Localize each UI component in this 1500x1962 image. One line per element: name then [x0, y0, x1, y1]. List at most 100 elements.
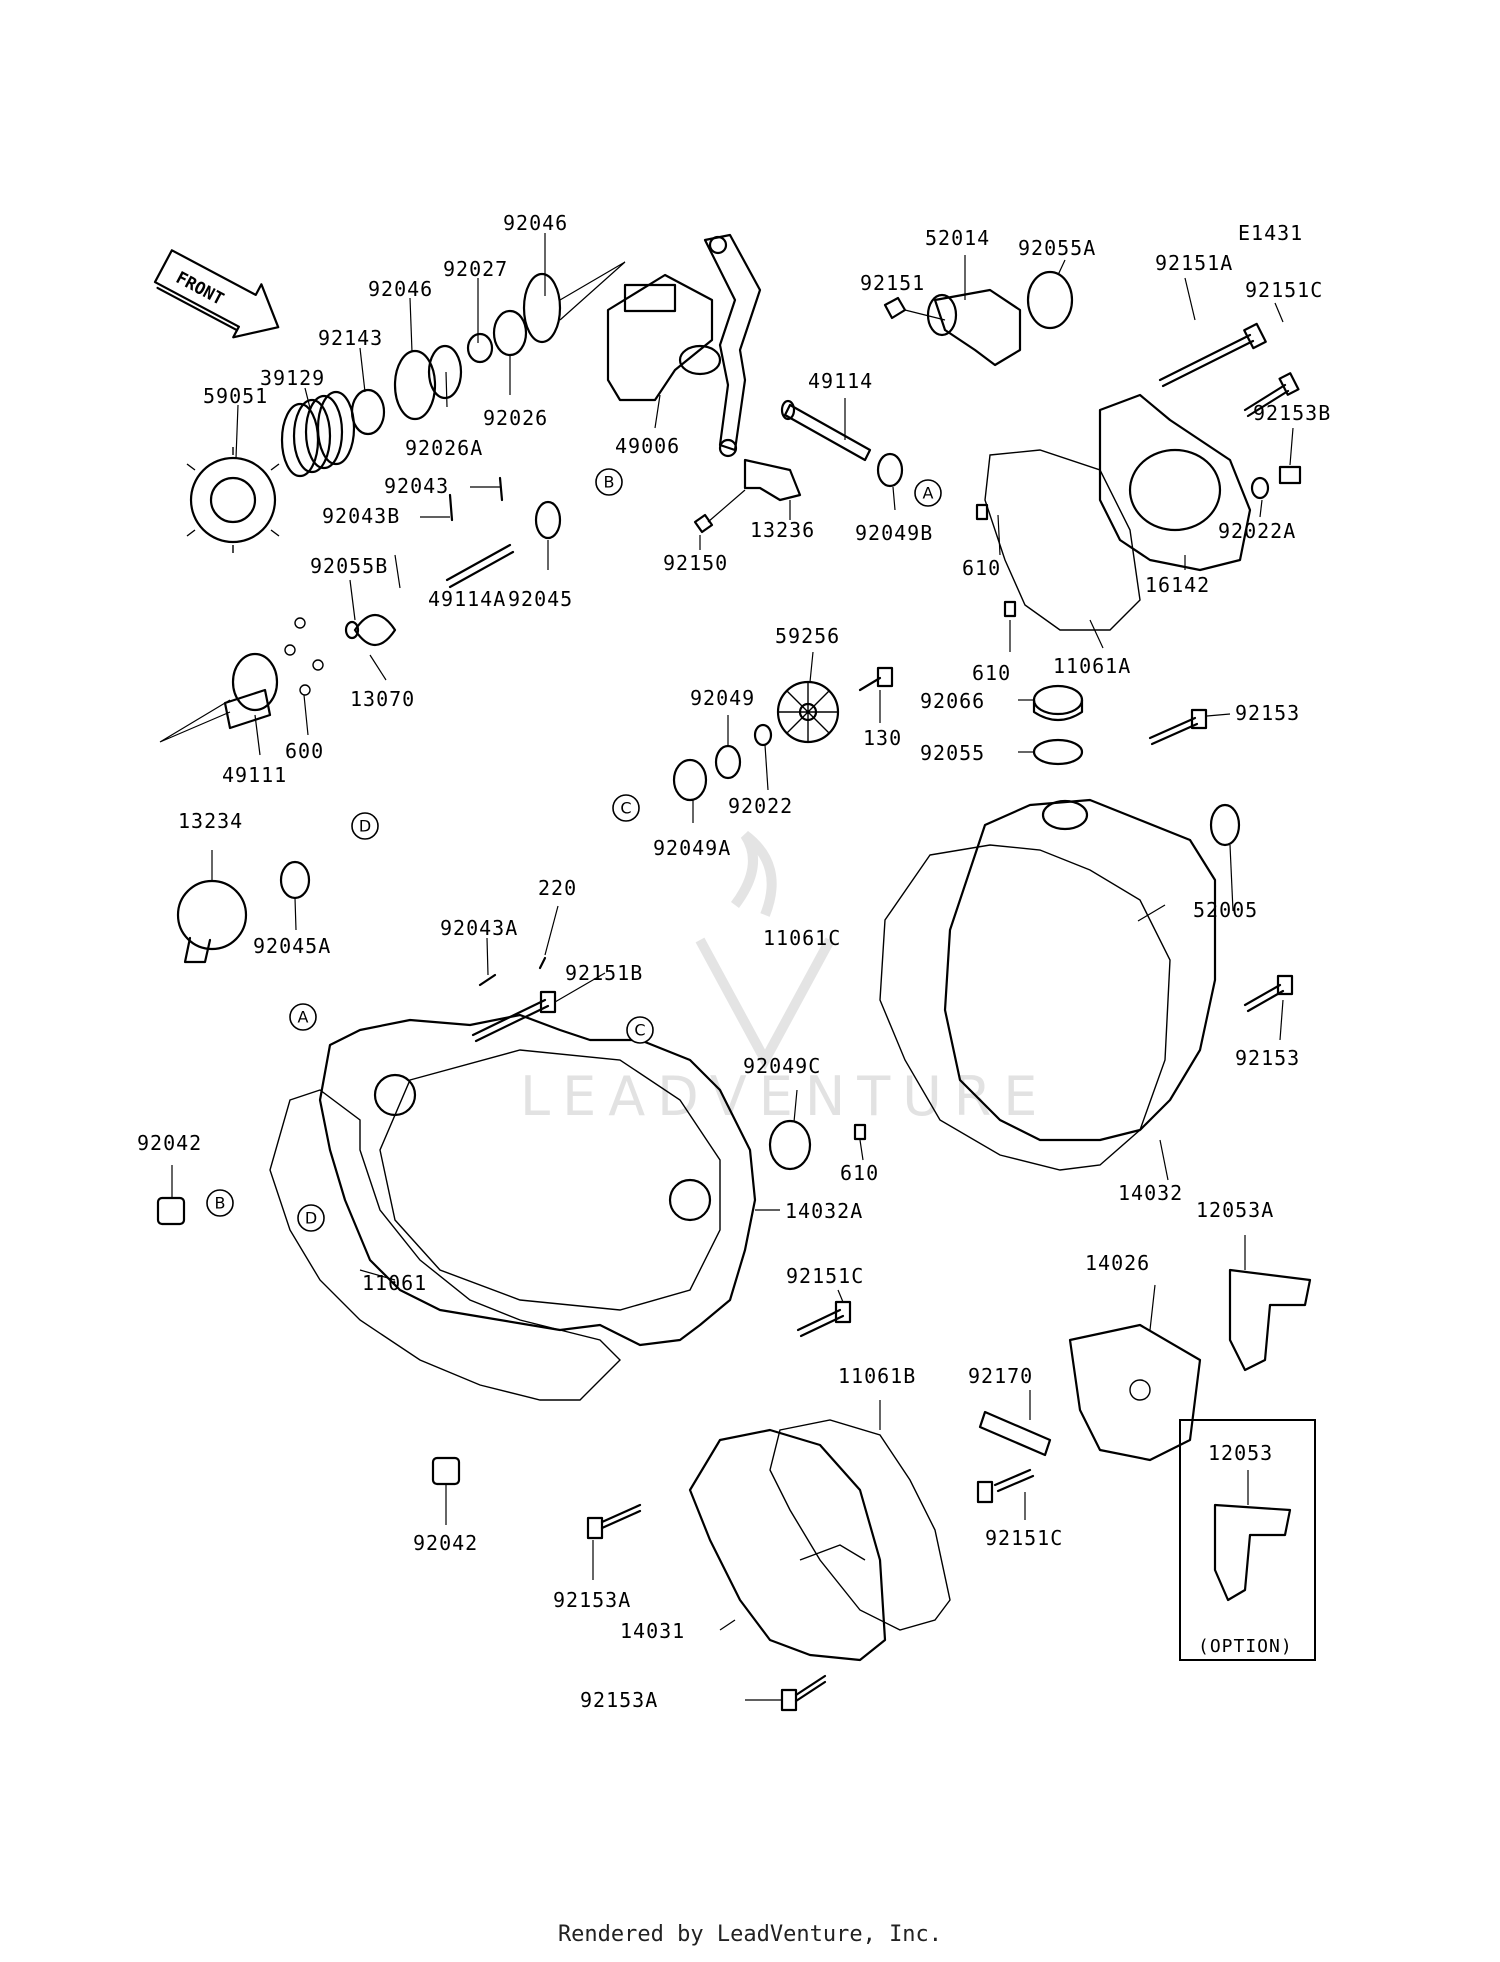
bolt-92151c-mid: [796, 1300, 852, 1338]
clutch-cover-14032: [943, 798, 1241, 1142]
bolt-92151: [883, 296, 946, 321]
part-label: 11061A: [1053, 654, 1131, 678]
part-label: 92049C: [743, 1054, 821, 1078]
part-label: 92043: [384, 474, 449, 498]
washer-92022a: [1250, 476, 1270, 500]
balls-600: [284, 617, 324, 696]
pump-case-49006: [606, 273, 722, 402]
part-label: 12053: [1208, 1441, 1273, 1465]
water-pipe-52014: [926, 288, 1022, 367]
part-label: 92042: [413, 1531, 478, 1555]
part-label: 92151C: [985, 1526, 1063, 1550]
callout-c-top: C: [612, 794, 640, 822]
bolt-92153a-top: [586, 1503, 642, 1540]
part-label: 13236: [750, 518, 815, 542]
part-label: 92042: [137, 1131, 202, 1155]
part-label: 92022A: [1218, 519, 1296, 543]
part-label: 600: [285, 739, 324, 763]
part-label: 220: [538, 876, 577, 900]
o-ring-92055a: [1026, 270, 1074, 330]
part-label: 49114: [808, 369, 873, 393]
part-label: 92046: [503, 211, 568, 235]
part-label: 92151C: [786, 1264, 864, 1288]
callout-c-case: C: [626, 1016, 654, 1044]
part-label: 52005: [1193, 898, 1258, 922]
gasket-11061a: [984, 449, 1141, 631]
bolt-92153b: [1278, 465, 1302, 485]
svg-text:C: C: [634, 1021, 645, 1040]
callout-b-case: B: [206, 1189, 234, 1217]
part-label: 39129: [260, 366, 325, 390]
part-label: 610: [972, 661, 1011, 685]
part-label: 92049B: [855, 521, 933, 545]
washer-92046-a: [393, 349, 437, 421]
washer-92026: [492, 309, 528, 357]
part-label: 16142: [1145, 573, 1210, 597]
bolt-92151a: [1158, 322, 1267, 388]
impeller-13070: [353, 613, 397, 647]
ring-92027: [466, 332, 494, 364]
svg-text:B: B: [604, 473, 615, 492]
part-label: 610: [962, 556, 1001, 580]
svg-text:A: A: [923, 484, 934, 503]
part-label: 13234: [178, 809, 243, 833]
part-label: 92153B: [1253, 401, 1331, 425]
part-label: 92143: [318, 326, 383, 350]
gasket-11061b: [769, 1419, 951, 1631]
pin-92043a: [478, 973, 497, 987]
part-label: 92055: [920, 741, 985, 765]
cap-92066: [1032, 684, 1084, 722]
lever-arm: [703, 233, 762, 458]
part-label: 92150: [663, 551, 728, 575]
part-label: 92026: [483, 406, 548, 430]
svg-text:D: D: [305, 1209, 317, 1228]
part-label: 14031: [620, 1619, 685, 1643]
callout-b-top: B: [595, 468, 623, 496]
part-label: 49006: [615, 434, 680, 458]
bearing-92045: [534, 500, 562, 540]
part-label: 92055B: [310, 554, 388, 578]
part-label: 92170: [968, 1364, 1033, 1388]
part-label: 14026: [1085, 1251, 1150, 1275]
part-label: 92153: [1235, 701, 1300, 725]
footer-credit: Rendered by LeadVenture, Inc.: [557, 1922, 943, 1947]
washer-92046-b: [522, 272, 562, 344]
part-label: 11061: [362, 1271, 427, 1295]
seal-92049c: [768, 1119, 812, 1171]
shaft-49114a: [445, 543, 515, 589]
pin-92170: [978, 1410, 1052, 1457]
gear-13234: [176, 879, 248, 964]
impeller-59256: [776, 680, 840, 744]
svg-text:C: C: [620, 799, 631, 818]
part-label: 49111: [222, 763, 287, 787]
part-label: 92151A: [1155, 251, 1233, 275]
bolt-92153a-bottom: [780, 1674, 827, 1712]
o-ring-92055: [1032, 738, 1084, 766]
bracket-14026: [1068, 1323, 1202, 1462]
part-label: 14032A: [785, 1199, 863, 1223]
bolt-130: [858, 666, 894, 692]
callout-d-case: D: [297, 1204, 325, 1232]
diagram-id: E1431: [1238, 221, 1303, 245]
svg-text:D: D: [359, 817, 371, 836]
part-label: 92043B: [322, 504, 400, 528]
part-label: 52014: [925, 226, 990, 250]
bolt-92151c-top: [1243, 372, 1300, 418]
seal-92049: [714, 744, 742, 780]
callout-d-top: D: [351, 812, 379, 840]
part-label: 92026A: [405, 436, 483, 460]
o-ring-92055b: [344, 620, 360, 640]
part-label: 92066: [920, 689, 985, 713]
part-labels: 92046 92027 92046 92143 39129 59051 9202…: [137, 211, 1331, 1712]
dowel-610-b: [1003, 600, 1017, 618]
part-label: 59051: [203, 384, 268, 408]
svg-text:A: A: [298, 1008, 309, 1027]
option-label: (OPTION): [1198, 1636, 1293, 1657]
part-label: 92049: [690, 686, 755, 710]
watermark-logo: LEADVENTURE: [520, 831, 1037, 1128]
part-label: 92022: [728, 794, 793, 818]
seal-92049b: [876, 452, 904, 488]
callout-a-top: A: [914, 479, 942, 507]
washer-92026a: [427, 344, 463, 400]
